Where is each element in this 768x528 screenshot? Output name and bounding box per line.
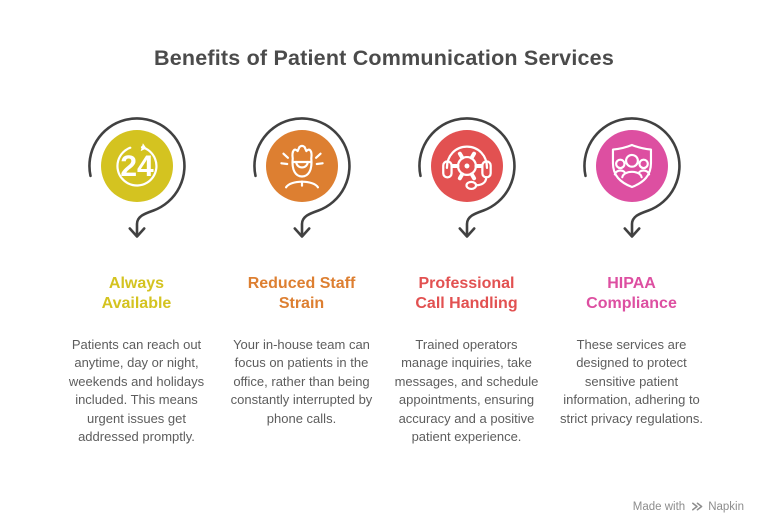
loop-arrow	[252, 117, 351, 238]
loop-arrow-graphic: 24	[87, 117, 186, 238]
loop-arrow-graphic	[252, 117, 351, 238]
loop-arrow-graphic	[582, 117, 681, 238]
benefit-description: These services are designed to protect s…	[559, 336, 704, 426]
benefit-heading: Always Available	[101, 275, 172, 313]
benefit-heading: Professional Call Handling	[415, 275, 518, 313]
loop-arrow	[582, 117, 681, 238]
benefit-columns: 24 Always Available Patients can reach o…	[54, 104, 714, 447]
page-title: Benefits of Patient Communication Servic…	[153, 46, 614, 70]
benefit-heading: Reduced Staff Strain	[247, 275, 356, 313]
icon-circle	[100, 130, 173, 202]
napkin-logo-icon	[692, 502, 703, 511]
loop-arrow	[87, 117, 186, 238]
benefit-heading: HIPAA Compliance	[586, 275, 677, 313]
watermark-prefix: Made with	[632, 500, 686, 513]
stressed-person-icon	[279, 144, 324, 189]
benefit-column-reduced-staff-strain: Reduced Staff Strain Your in-house team …	[219, 104, 384, 447]
benefit-column-hipaa-compliance: HIPAA Compliance These services are desi…	[549, 104, 714, 447]
24-hours-label: 24	[120, 150, 154, 183]
benefit-column-professional-call-handling: Professional Call Handling Trained opera…	[384, 104, 549, 447]
napkin-watermark[interactable]: Made with Napkin	[633, 500, 744, 513]
headset-gear-icon	[441, 145, 492, 191]
shield-people-icon	[611, 143, 652, 189]
benefit-description: Your in-house team can focus on patients…	[230, 336, 373, 426]
loop-arrow-graphic	[417, 117, 516, 238]
benefit-description: Trained operators manage inquiries, take…	[394, 336, 539, 445]
watermark-brand: Napkin	[708, 500, 744, 513]
24-hours-icon: 24	[115, 143, 158, 187]
loop-arrow	[417, 117, 516, 238]
benefit-description: Patients can reach out anytime, day or n…	[68, 336, 205, 445]
icon-circle	[265, 130, 338, 202]
benefit-column-always-available: 24 Always Available Patients can reach o…	[54, 104, 219, 447]
